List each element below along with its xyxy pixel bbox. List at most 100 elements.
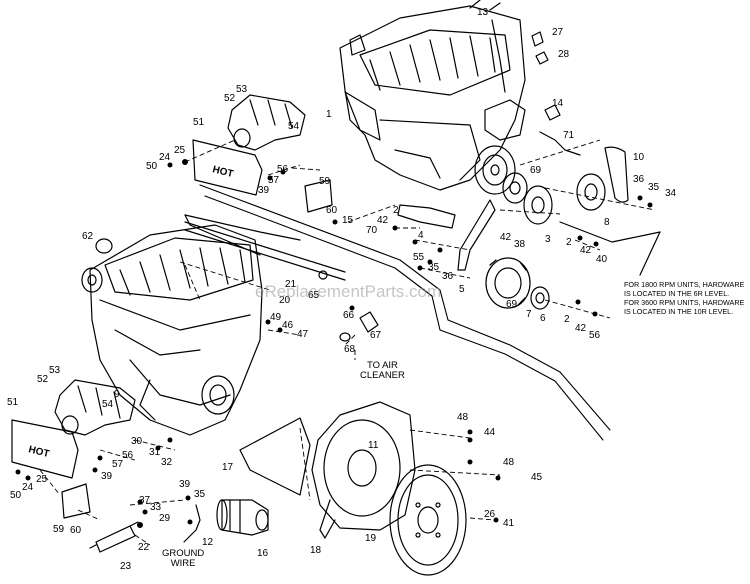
label-5: 5: [459, 284, 465, 295]
label-7: 7: [526, 309, 532, 320]
label-41: 41: [503, 518, 515, 529]
label-63a: 60: [326, 205, 338, 216]
label-26: 26: [484, 509, 496, 520]
label-35b: 35: [428, 262, 440, 273]
label-25a: 25: [174, 145, 186, 156]
part-labels: 13 27 28 14 1 71 10 69 36 35 34 8 53 52 …: [7, 7, 677, 572]
label-35a: 35: [648, 182, 660, 193]
intake-tube-65: [184, 221, 346, 281]
label-50b: 50: [10, 490, 22, 501]
label-27: 27: [552, 27, 564, 38]
label-1: 1: [326, 109, 332, 120]
label-21: 21: [285, 279, 297, 290]
label-38: 38: [514, 239, 526, 250]
label-62b: 59: [53, 524, 65, 535]
label-56: 55: [413, 252, 425, 263]
note-bracket: [559, 221, 661, 276]
alternator-5: [485, 257, 531, 309]
label-34: 34: [665, 188, 677, 199]
label-62a: 59: [319, 176, 331, 187]
label-24b: 24: [22, 482, 34, 493]
note-line-2: IS LOCATED IN THE 6R LEVEL.: [624, 289, 730, 298]
note-line-3: FOR 3600 RPM UNITS, HARDWARE: [624, 298, 745, 307]
label-33: 33: [150, 502, 162, 513]
label-12: 12: [202, 537, 214, 548]
label-39a: 39: [258, 185, 270, 196]
hot-text-lower: HOT: [27, 444, 50, 460]
gasket-63-upper: [304, 179, 333, 213]
label-48a: 48: [457, 412, 469, 423]
alternator-bracket: [457, 199, 496, 271]
label-70: 69: [506, 299, 518, 310]
label-45: 45: [531, 472, 543, 483]
bracket-4: [397, 204, 456, 229]
label-66: 67: [370, 330, 382, 341]
label-65: 66: [343, 310, 355, 321]
label-47: 47: [297, 329, 309, 340]
heat-shield-lower: [11, 419, 79, 479]
label-8: 8: [604, 217, 610, 228]
label-60a: 57: [268, 175, 280, 186]
watermark: eReplacementParts.com: [255, 282, 442, 301]
label-18: 18: [310, 545, 322, 556]
to-air-line-2: CLEANER: [360, 370, 405, 381]
clamp-67: [339, 332, 351, 342]
label-68: 69: [530, 165, 542, 176]
ground-line-2: WIRE: [170, 558, 196, 569]
label-48b: 48: [503, 457, 515, 468]
label-14: 14: [552, 98, 564, 109]
fasteners: [15, 159, 653, 528]
top-engine: [339, 0, 526, 191]
label-35c: 35: [194, 489, 206, 500]
label-44: 44: [484, 427, 496, 438]
label-3: 3: [545, 234, 551, 245]
label-16: 16: [257, 548, 269, 559]
label-61: 62: [82, 231, 94, 242]
label-39b: 39: [101, 471, 113, 482]
wire-71: [539, 131, 581, 156]
ground-wire-callout: GROUND WIRE: [162, 549, 204, 569]
heat-shield-upper: [192, 139, 263, 196]
label-30: 30: [131, 436, 143, 447]
hose-66: [359, 311, 379, 333]
spark-plug-23: [89, 521, 139, 553]
pulley-68: [502, 172, 528, 204]
lower-engine: [89, 214, 263, 436]
lower-left-pulley: [81, 267, 103, 293]
to-air-line-1: TO AIR: [366, 360, 398, 371]
label-46: 46: [282, 320, 294, 331]
belt-10: [604, 146, 629, 203]
ground-line-1: GROUND: [162, 548, 205, 559]
label-23: 23: [120, 561, 132, 572]
label-40: 40: [596, 254, 608, 265]
label-67: 68: [344, 344, 356, 355]
sensor-28: [535, 51, 549, 65]
to-air-cleaner-callout: TO AIR CLEANER: [360, 361, 405, 381]
label-51a: 51: [193, 117, 205, 128]
label-17: 17: [222, 462, 234, 473]
label-64: 65: [308, 290, 320, 301]
part-14: [544, 104, 561, 121]
long-rails: [199, 184, 611, 441]
label-59a: 56: [277, 164, 289, 175]
hot-text-upper: HOT: [211, 164, 234, 180]
label-2a: 2: [393, 205, 399, 216]
idler-pulley-8: [576, 173, 606, 211]
label-25b: 25: [36, 474, 48, 485]
exhaust-manifold-lower: [54, 379, 136, 436]
clamp-64: [318, 270, 328, 280]
throttle-rod: [184, 214, 301, 241]
label-13: 13: [477, 7, 489, 18]
label-59b: 56: [122, 450, 134, 461]
lower-crank-pulley: [201, 375, 235, 415]
label-42c: 42: [580, 245, 592, 256]
label-36b: 36: [442, 271, 454, 282]
label-39c: 39: [179, 479, 191, 490]
pulley-3: [523, 185, 553, 225]
hardware-note: FOR 1800 RPM UNITS, HARDWARE IS LOCATED …: [624, 280, 746, 316]
label-52b: 52: [37, 374, 49, 385]
label-15: 15: [342, 215, 354, 226]
label-51b: 51: [7, 397, 19, 408]
label-53a: 53: [236, 84, 248, 95]
